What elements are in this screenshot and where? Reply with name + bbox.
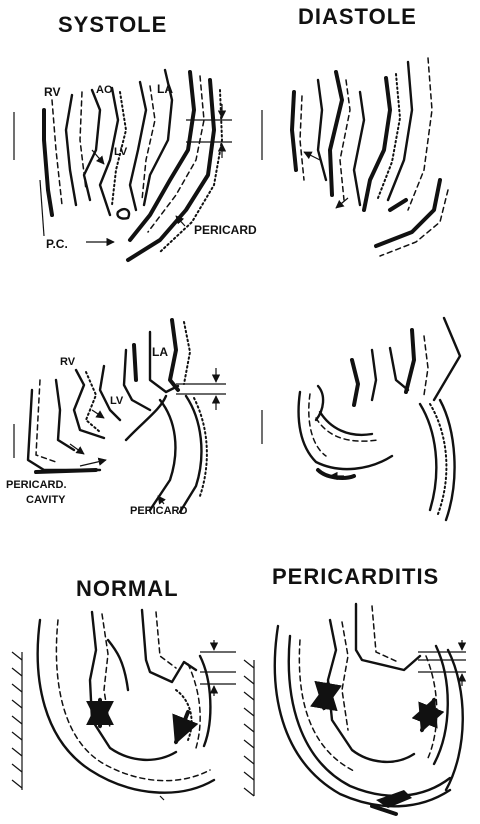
label-pericard-cavity-line2: CAVITY (26, 494, 66, 506)
heading-systole: SYSTOLE (58, 12, 167, 37)
diastole-apical-sketch (262, 318, 460, 520)
heading-pericarditis: PERICARDITIS (272, 564, 439, 589)
label-la-top: LA (157, 82, 173, 96)
label-pericard-cavity-line1: PERICARD. (6, 479, 67, 491)
label-lv-mid: LV (110, 395, 124, 407)
label-rv-mid: RV (60, 356, 76, 368)
heading-normal: NORMAL (76, 576, 179, 601)
label-la-mid: LA (152, 345, 168, 359)
label-pericard-top: PERICARD (194, 223, 257, 237)
heading-diastole: DIASTOLE (298, 4, 417, 29)
pericarditis-apical-sketch (244, 604, 466, 814)
normal-apical-sketch (12, 610, 236, 800)
label-pc: P.C. (46, 237, 68, 251)
label-rv-top: RV (44, 85, 60, 99)
label-pericard-mid: PERICARD (130, 505, 188, 517)
label-ao-top: AO (96, 84, 113, 96)
label-lv-top: LV (114, 146, 128, 158)
diastole-parasternal-sketch (262, 58, 448, 256)
